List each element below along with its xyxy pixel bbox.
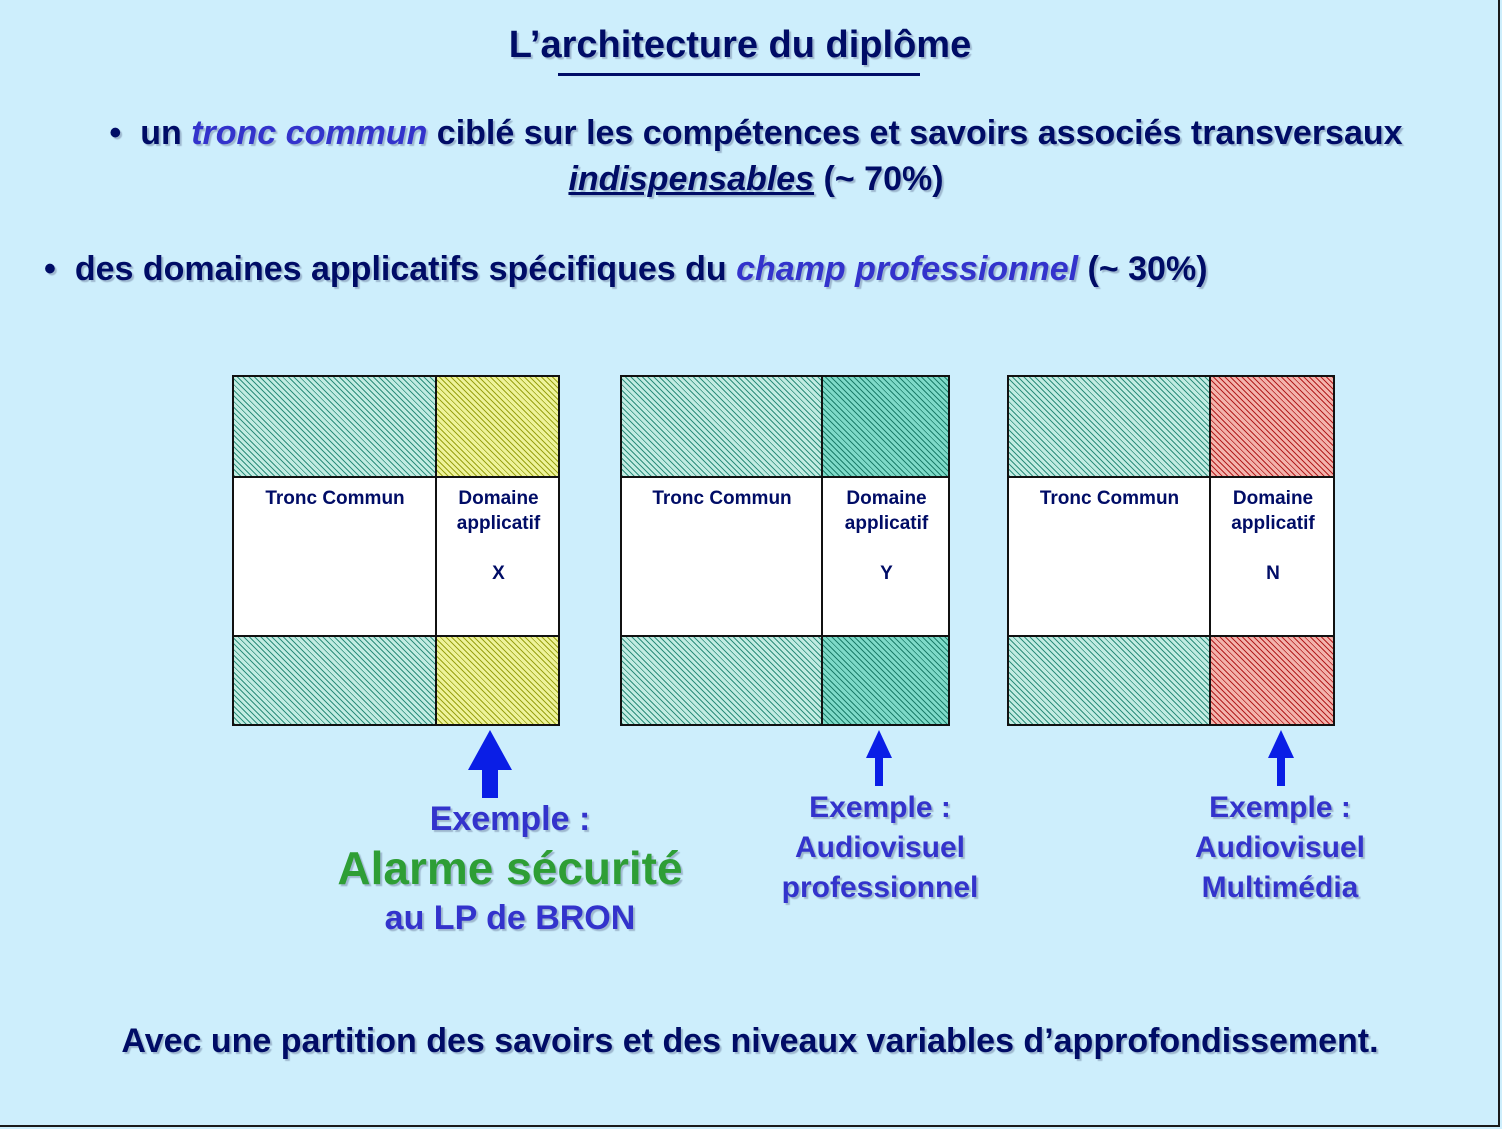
- example-heading: Exemple :: [1209, 791, 1351, 824]
- tronc-bottom-hatch: [234, 636, 436, 724]
- domaine-label: Domaine applicatif: [1211, 486, 1335, 536]
- arrow-up-icon: [468, 730, 512, 798]
- domaine-top-hatch: [822, 377, 948, 476]
- example-heading: Exemple :: [809, 791, 951, 824]
- example-heading: Exemple :: [429, 800, 591, 838]
- domaine-label-line2: applicatif: [844, 513, 929, 534]
- domaine-label: Domaine applicatif: [437, 486, 560, 536]
- example-name: Alarme sécurité: [337, 842, 683, 894]
- title-underline: [558, 73, 920, 76]
- example-location: au LP de BRON: [384, 899, 636, 937]
- domaine-label: Domaine applicatif: [823, 486, 950, 536]
- bullet-tail: (~ 70%): [814, 160, 944, 198]
- domaine-label-line1: Domaine: [1232, 488, 1314, 509]
- divider: [1009, 476, 1333, 478]
- domaine-bottom-hatch: [436, 636, 558, 724]
- divider: [821, 377, 823, 724]
- bullet-highlight: tronc commun: [191, 114, 428, 152]
- example-n: Exemple : Audiovisuel Multimédia: [1120, 788, 1440, 908]
- tronc-top-hatch: [234, 377, 436, 476]
- example-name: Audiovisuel: [1194, 831, 1366, 864]
- tronc-bottom-hatch: [1009, 636, 1210, 724]
- bullet-marker: •: [44, 250, 56, 288]
- tronc-commun-label: Tronc Commun: [1039, 488, 1180, 509]
- bullet-marker: •: [109, 114, 122, 152]
- domaine-label-line1: Domaine: [846, 488, 927, 509]
- domaine-top-hatch: [436, 377, 558, 476]
- domaine-letter: N: [1266, 563, 1280, 584]
- bullet-highlight: champ professionnel: [736, 250, 1079, 288]
- bullet-tronc-commun: • un tronc commun ciblé sur les compéten…: [36, 110, 1476, 202]
- bullet-underlined: indispensables: [568, 160, 815, 198]
- example-name-line2: Multimédia: [1201, 871, 1359, 904]
- domaine-label-line1: Domaine: [458, 488, 539, 509]
- slide-title: L’architecture du diplôme: [508, 24, 972, 66]
- tronc-top-hatch: [622, 377, 822, 476]
- bullet-text-post: ciblé sur les compétences et savoirs ass…: [427, 114, 1403, 152]
- example-name-line2: professionnel: [781, 871, 979, 904]
- arrow-up-icon: [1268, 730, 1294, 786]
- domaine-label-line2: applicatif: [1231, 513, 1315, 534]
- domaine-label-line2: applicatif: [456, 513, 541, 534]
- divider: [234, 635, 558, 637]
- divider: [435, 377, 437, 724]
- domaine-bottom-hatch: [822, 636, 948, 724]
- domaine-letter: Y: [880, 563, 893, 584]
- example-x: Exemple : Alarme sécurité au LP de BRON: [250, 798, 770, 940]
- diagram-block-x: Tronc Commun Domaine applicatif X: [232, 375, 560, 726]
- example-name: Audiovisuel: [794, 831, 966, 864]
- domaine-bottom-hatch: [1210, 636, 1333, 724]
- tronc-commun-label: Tronc Commun: [265, 488, 405, 509]
- divider: [622, 476, 948, 478]
- tronc-commun-label: Tronc Commun: [652, 488, 792, 509]
- domaine-top-hatch: [1210, 377, 1333, 476]
- diagram-block-n: Tronc Commun Domaine applicatif N: [1007, 375, 1335, 726]
- tronc-bottom-hatch: [622, 636, 822, 724]
- bullet-tail: (~ 30%): [1078, 250, 1208, 288]
- footer-statement: Avec une partition des savoirs et des ni…: [121, 1022, 1379, 1060]
- bullet-text-pre: des domaines applicatifs spécifiques du: [74, 250, 737, 288]
- divider: [1009, 635, 1333, 637]
- bullet-text-pre: un: [140, 114, 192, 152]
- bullet-domaines: • des domaines applicatifs spécifiques d…: [44, 246, 1208, 292]
- domaine-letter: X: [492, 563, 505, 584]
- diagram-block-y: Tronc Commun Domaine applicatif Y: [620, 375, 950, 726]
- divider: [1209, 377, 1211, 724]
- tronc-top-hatch: [1009, 377, 1210, 476]
- divider: [622, 635, 948, 637]
- divider: [234, 476, 558, 478]
- arrow-up-icon: [866, 730, 892, 786]
- example-y: Exemple : Audiovisuel professionnel: [720, 788, 1040, 908]
